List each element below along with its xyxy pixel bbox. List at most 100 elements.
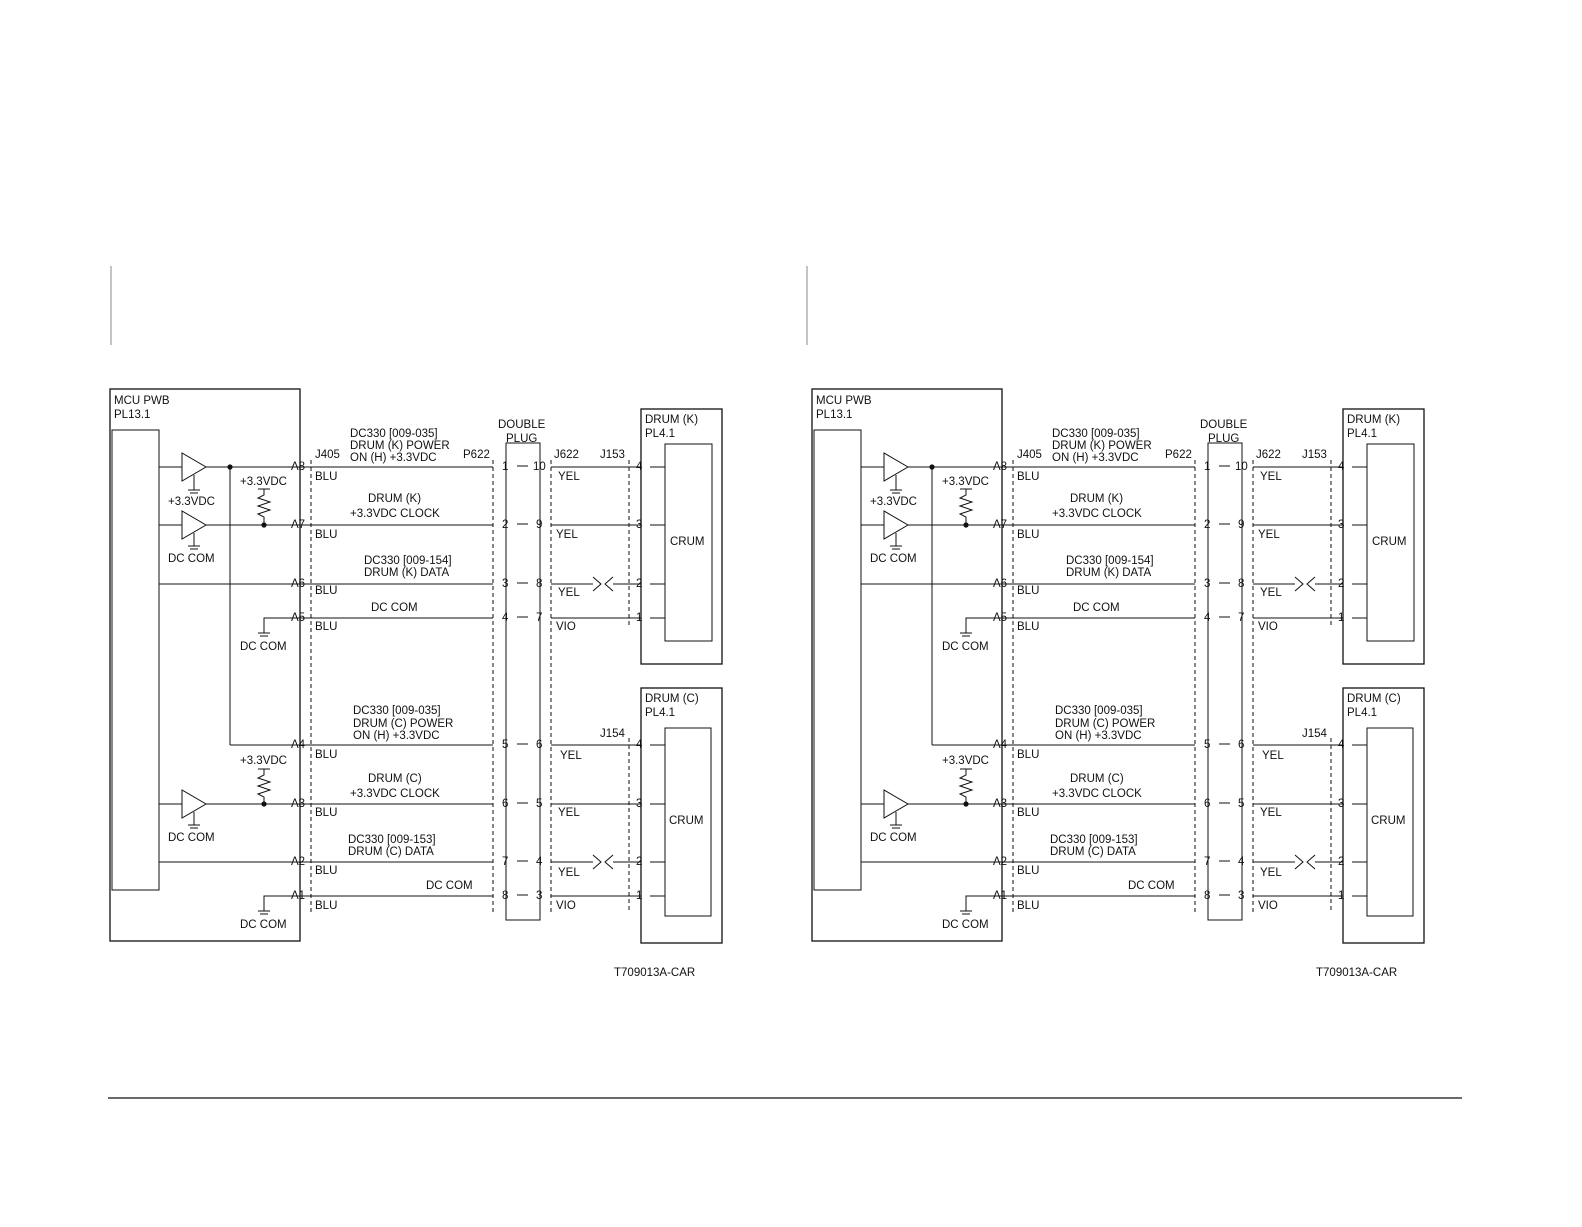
drum-c-block: DRUM (C) PL4.1 CRUM 4 3 2 1: [636, 687, 723, 944]
signal-c-power-1: DC330 [009-035]: [1055, 705, 1143, 717]
j622-pin-7: 7: [1238, 612, 1244, 624]
pin-a4: A4: [291, 739, 306, 751]
mcu-label-dccom-4: DC COM: [240, 919, 287, 931]
wire-color-r5: YEL: [1262, 750, 1284, 762]
signal-labels: DC330 [009-035] DRUM (K) POWER ON (H) +3…: [1050, 428, 1175, 892]
mcu-label-v33-2: +3.3VDC: [942, 476, 989, 488]
mcu-label-dccom-3: DC COM: [168, 832, 215, 844]
mcu-label-v33-1: +3.3VDC: [870, 496, 917, 508]
p622-pin-3: 3: [1204, 578, 1210, 590]
pin-a7: A7: [993, 519, 1007, 531]
ground-a1: [960, 895, 1002, 915]
crum-k-pin-1: 1: [636, 612, 642, 624]
crum-k-pin-4: 4: [636, 461, 643, 473]
signal-c-data-2: DRUM (C) DATA: [1050, 846, 1136, 858]
wire-color-r1: YEL: [1260, 471, 1282, 483]
crum-k-pin-4: 4: [1338, 461, 1345, 473]
wires-right: [551, 466, 641, 897]
signal-k-clock-2: +3.3VDC CLOCK: [350, 508, 440, 520]
ground-a5: [960, 617, 1002, 637]
mcu-label-v33-3: +3.3VDC: [240, 755, 287, 767]
p622-pin-8: 8: [1204, 890, 1210, 902]
mcu-label-dccom-1: DC COM: [168, 553, 215, 565]
j622-pin-5: 5: [536, 798, 542, 810]
mcu-label-v33-3: +3.3VDC: [942, 755, 989, 767]
signal-c-clock-1: DRUM (C): [368, 773, 422, 785]
signal-k-data-2: DRUM (K) DATA: [364, 567, 450, 579]
j622-pin-4: 4: [1238, 856, 1245, 868]
crum-c-pin-2: 2: [636, 856, 642, 868]
drum-k-title: DRUM (K): [1347, 414, 1400, 426]
wire-color-r3: YEL: [1260, 587, 1282, 599]
pullup-resistor-c: [958, 768, 974, 805]
j622-pin-5: 5: [1238, 798, 1244, 810]
j622-pin-9: 9: [536, 519, 542, 531]
wire-color-r3: YEL: [558, 587, 580, 599]
mcu-pwb-block: MCU PWB PL13.1 +3.3VDC DC CO: [109, 388, 301, 942]
signal-k-com: DC COM: [371, 602, 418, 614]
wire-colors-left: BLU BLU BLU BLU BLU BLU BLU BLU: [1017, 471, 1039, 912]
label-j622: J622: [1256, 449, 1281, 461]
signal-k-clock-1: DRUM (K): [368, 493, 421, 505]
plug-pins: 1 10 2 9 3 8 4 7 5 6 6 5 7 4: [1204, 461, 1248, 902]
pullup-resistor-k: [958, 488, 974, 525]
mcu-label-dccom-2: DC COM: [240, 641, 287, 653]
j622-pin-3: 3: [1238, 890, 1244, 902]
wire-colors-left: BLU BLU BLU BLU BLU BLU BLU BLU: [315, 471, 337, 912]
pin-a5: A5: [291, 612, 305, 624]
wire-color-a2: BLU: [315, 865, 337, 877]
drum-k-block: DRUM (K) PL4.1 CRUM 4 3 2 1: [1338, 408, 1425, 665]
wire-color-a7: BLU: [1017, 529, 1039, 541]
pin-a7: A7: [291, 519, 305, 531]
crum-k-pin-2: 2: [1338, 578, 1344, 590]
wiring-diagram-right: MCU PWB PL13.1 +3.3VDC DC CO: [811, 388, 1425, 979]
signal-c-clock-1: DRUM (C): [1070, 773, 1124, 785]
crum-k-pin-1: 1: [1338, 612, 1344, 624]
crum-c-pin-3: 3: [1338, 798, 1344, 810]
crum-c-pin-4: 4: [636, 739, 643, 751]
wire-color-a4: BLU: [1017, 749, 1039, 761]
p622-pin-1: 1: [502, 461, 508, 473]
wire-color-a3: BLU: [1017, 807, 1039, 819]
label-j405: J405: [315, 449, 340, 461]
signal-k-data-1: DC330 [009-154]: [364, 555, 452, 567]
crum-k-pin-3: 3: [1338, 519, 1344, 531]
wires-left: [300, 466, 493, 897]
p622-pin-2: 2: [502, 519, 508, 531]
pin-a8: A8: [291, 461, 305, 473]
mcu-label-dccom-3: DC COM: [870, 832, 917, 844]
buffer-k-power: [159, 452, 300, 494]
signal-c-clock-2: +3.3VDC CLOCK: [1052, 788, 1142, 800]
wire-color-a8: BLU: [315, 471, 337, 483]
wire-color-r8: VIO: [556, 900, 576, 912]
p622-pin-6: 6: [502, 798, 508, 810]
buffer-c-clock: [159, 789, 300, 829]
splice-c-data: [592, 854, 614, 870]
pin-a2: A2: [993, 856, 1007, 868]
wires-right: [1253, 466, 1343, 897]
wire-colors-right: YEL YEL YEL VIO YEL YEL YEL VIO: [556, 471, 582, 912]
pullup-resistor-c: [256, 768, 272, 805]
wire-color-r6: YEL: [558, 807, 580, 819]
signal-k-clock-1: DRUM (K): [1070, 493, 1123, 505]
wire-color-r7: YEL: [1260, 867, 1282, 879]
signal-c-data-1: DC330 [009-153]: [348, 834, 436, 846]
buffer-k-clock: [159, 510, 300, 550]
signal-c-power-1: DC330 [009-035]: [353, 705, 441, 717]
p622-pin-4: 4: [1204, 612, 1211, 624]
signal-c-com: DC COM: [1128, 880, 1175, 892]
wire-colors-right: YEL YEL YEL VIO YEL YEL YEL VIO: [1258, 471, 1284, 912]
signal-k-power-3: ON (H) +3.3VDC: [1052, 452, 1139, 464]
drum-c-crum: CRUM: [669, 815, 704, 827]
wire-color-r2: YEL: [556, 529, 578, 541]
plug-pins: 1 10 2 9 3 8 4 7 5 6 6 5 7 4: [502, 461, 546, 902]
signal-c-data-2: DRUM (C) DATA: [348, 846, 434, 858]
wire-color-a4: BLU: [315, 749, 337, 761]
double-plug-line1: DOUBLE: [498, 419, 546, 431]
wire-color-a5: BLU: [315, 621, 337, 633]
signal-k-power-3: ON (H) +3.3VDC: [350, 452, 437, 464]
j622-pin-8: 8: [1238, 578, 1244, 590]
buffer-c-clock: [861, 789, 1002, 829]
signal-k-data-1: DC330 [009-154]: [1066, 555, 1154, 567]
